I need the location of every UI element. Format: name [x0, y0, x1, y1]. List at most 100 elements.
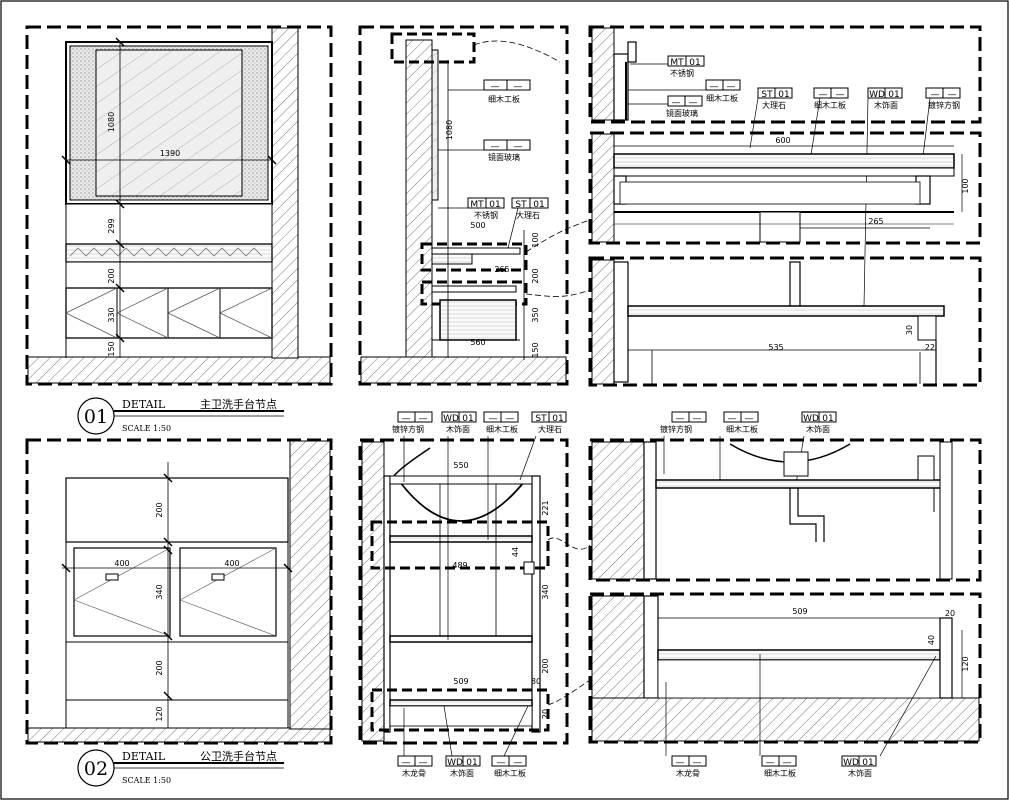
- dim-s1-200: 200: [531, 268, 540, 283]
- tag-s1-st-code: MT: [470, 200, 484, 210]
- detail-1a: [591, 27, 706, 121]
- tag-d1a-mg-dash-a: —: [672, 98, 681, 108]
- tag-d2a-gs-dash-b: —: [693, 414, 702, 424]
- tag-s1-fine-board: [448, 79, 531, 91]
- elevation-1: [27, 27, 331, 384]
- tag-d2a-wd-label: 木饰面: [806, 424, 830, 434]
- dim-e2-200b: 200: [155, 660, 164, 675]
- tag-1b-fb-dash-b: —: [836, 90, 845, 100]
- detail-label-02: DETAIL: [122, 750, 166, 763]
- frame-elevation-1: [25, 25, 333, 386]
- tag-s2-mb-label: 大理石: [538, 424, 562, 434]
- tag-s1-mb-label: 大理石: [516, 210, 540, 220]
- tag-s2b-fb-dash-a: —: [497, 758, 506, 768]
- tag-s1-mb-code: ST: [515, 200, 527, 210]
- detail-title-02: [77, 749, 284, 787]
- tag-d1a-mg-dash-b: —: [689, 98, 698, 108]
- dim-d2-40: 40: [927, 635, 936, 645]
- dim-s1-560: 560: [470, 338, 485, 347]
- tag-s1-mirror: [438, 139, 531, 151]
- dim-e1-200: 200: [107, 268, 116, 283]
- tag-d2b-fb-dash-b: —: [783, 758, 792, 768]
- section-1: [360, 32, 591, 384]
- tag-s1-st-num: 01: [489, 200, 500, 210]
- tag-1b-fb-dash-a: —: [819, 90, 828, 100]
- tag-d2b-wk-label: 木龙骨: [676, 768, 700, 778]
- tag-d1a-fb-dash-b: —: [727, 82, 736, 92]
- dim-s1-350: 350: [531, 307, 540, 322]
- tag-1b-marble-label: 大理石: [762, 100, 786, 110]
- detail-name-01: 主卫洗手台节点: [200, 397, 277, 411]
- tag-d1a-fb-label: 细木工板: [706, 93, 738, 103]
- detail-label-01: DETAIL: [122, 398, 166, 411]
- tag-d2a-wd-code: WD: [803, 414, 819, 424]
- dim-e1-330: 330: [107, 307, 116, 322]
- tag-d1a-fine-board: [705, 79, 741, 91]
- tag-s2-gs-dash-b: —: [419, 414, 428, 424]
- tag-s2b-wk-label: 木龙骨: [402, 768, 426, 778]
- tag-s2-wd-num: 01: [462, 414, 473, 424]
- tag-d2b-wd-num: 01: [862, 758, 873, 768]
- dim-d1-30: 30: [905, 325, 914, 335]
- tag-d2a-fb-dash-a: —: [728, 414, 737, 424]
- tag-d2a-gs-label: 镀锌方钢: [660, 424, 692, 434]
- detail-2b: [591, 595, 980, 757]
- tag-1b-gs-dash-a: —: [931, 90, 940, 100]
- tag-d1a-st-num: 01: [689, 58, 700, 68]
- frame-section-2: [358, 438, 569, 745]
- tag-row-s2-top: [397, 411, 567, 640]
- dim-s1-1080: 1080: [445, 120, 454, 140]
- dim-d1-100: 100: [961, 178, 970, 193]
- dim-s2-340: 340: [541, 584, 550, 599]
- tag-s2-mb-num: 01: [552, 414, 563, 424]
- tag-s2-fb-dash-a: —: [489, 414, 498, 424]
- dim-s2-20: 20: [541, 709, 550, 719]
- dim-s2-509: 509: [453, 677, 468, 686]
- tag-1b-marble-num: 01: [778, 90, 789, 100]
- tag-d2a-wd-num: 01: [822, 414, 833, 424]
- dim-s1-100: 100: [531, 232, 540, 247]
- tag-1b-wd-label: 木饰面: [874, 100, 898, 110]
- tag-d1a-mirror: [667, 95, 703, 107]
- frame-detail-1a: [588, 25, 982, 124]
- tag-s2b-wd-num: 01: [466, 758, 477, 768]
- tag-d2b-fb-dash-a: —: [766, 758, 775, 768]
- dim-s2-200: 200: [541, 658, 550, 673]
- tag-row-d2b: [671, 755, 877, 767]
- frame-detail-2b: [588, 592, 982, 744]
- frame-elevation-2: [25, 438, 333, 745]
- tag-s2b-wk-dash-b: —: [419, 758, 428, 768]
- dim-d1-22: 22: [925, 343, 935, 352]
- tag-d1a-fb-dash-a: —: [710, 82, 719, 92]
- tag-d2a-gs-dash-a: —: [676, 414, 685, 424]
- tag-d2b-wk-dash-a: —: [676, 758, 685, 768]
- tag-1b-wd-num: 01: [888, 90, 899, 100]
- dim-e2-400a: 400: [114, 559, 129, 568]
- frame-detail-2a: [588, 438, 982, 582]
- detail-scale-01: SCALE 1:50: [122, 424, 171, 433]
- tag-s2b-wd-code: WD: [447, 758, 463, 768]
- detail-1c: [591, 259, 945, 385]
- tag-s1-mg-label: 镜面玻璃: [488, 152, 520, 162]
- tag-row-d2a: [663, 411, 837, 485]
- tag-s1-fb-dash-a: —: [491, 82, 500, 92]
- dim-s1-150: 150: [531, 342, 540, 357]
- tag-s2b-wd-label: 木饰面: [450, 768, 474, 778]
- tag-s2-wd-label: 木饰面: [446, 424, 470, 434]
- tag-d2a-fb-label: 细木工板: [726, 424, 758, 434]
- tag-d1a-stainless: [667, 55, 705, 67]
- dim-d2-20: 20: [945, 609, 955, 618]
- dim-d2-509: 509: [792, 607, 807, 616]
- dim-e1-width: 1390: [160, 149, 180, 158]
- dim-d2-120: 120: [961, 656, 970, 671]
- tag-1b-gs-label: 镀锌方钢: [928, 100, 960, 110]
- elevation-2: [27, 440, 331, 743]
- dim-d1-265: 265: [868, 217, 883, 226]
- tag-s1-mg-dash-b: —: [514, 142, 523, 152]
- dim-e2-120: 120: [155, 706, 164, 721]
- detail-name-02: 公卫洗手台节点: [200, 749, 277, 763]
- tag-d1a-st-code: MT: [670, 58, 684, 68]
- frame-detail-1b: [588, 131, 982, 245]
- dim-s2-489: 489: [452, 561, 467, 570]
